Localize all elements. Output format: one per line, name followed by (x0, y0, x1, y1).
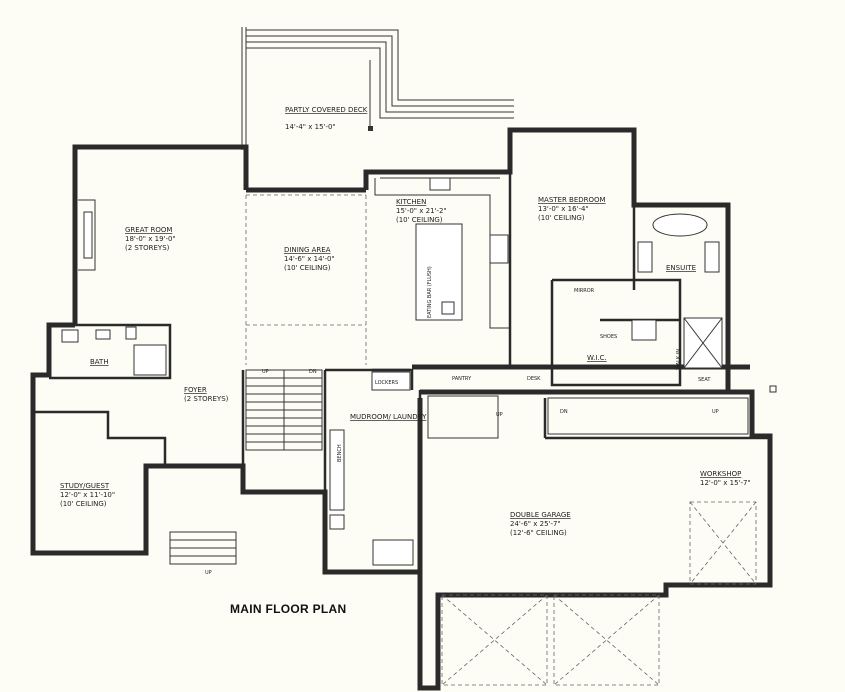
ensuite-name: ENSUITE (666, 264, 696, 272)
study-note: (10' CEILING) (60, 500, 107, 508)
kitchen-counters (374, 177, 510, 329)
dining-name: DINING AREA (284, 246, 331, 254)
seat-label: SEAT (698, 377, 711, 383)
bench-label: BENCH (337, 444, 343, 462)
great-room-name: GREAT ROOM (125, 226, 172, 234)
master-dims: 13'-0" x 16'-4" (538, 205, 589, 213)
small-labels: EATING BAR (FLUSH) LOCKERS PANTRY DESK M… (205, 266, 719, 576)
kitchen-note: (10' CEILING) (396, 216, 443, 224)
stairs (245, 369, 749, 451)
mudroom-fixtures (329, 371, 414, 566)
garage-dims: 24'-6" x 25'-7" (510, 520, 561, 528)
fireplace-icon (78, 199, 96, 271)
kitchen-name: KITCHEN (396, 198, 426, 206)
mudroom-name: MUDROOM/ LAUNDRY (350, 413, 427, 421)
great-room-dims: 18'-0" x 19'-0" (125, 235, 176, 243)
foyer-note: (2 STOREYS) (184, 395, 229, 403)
great-room-note: (2 STOREYS) (125, 244, 170, 252)
kitchen-dims: 15'-0" x 21'-2" (396, 207, 447, 215)
garage-stair-dn-label: DN (560, 409, 568, 415)
interior-walls (33, 172, 682, 572)
bath-name: BATH (90, 358, 109, 366)
entry-up-label: UP (205, 570, 212, 576)
room-labels: PARTLY COVERED DECK 14'-4" x 15'-0" GREA… (60, 106, 751, 537)
garage-stair-up-label: UP (496, 412, 503, 418)
front-steps (169, 385, 777, 565)
mirror-label: MIRROR (574, 288, 595, 294)
master-name: MASTER BEDROOM (538, 196, 606, 204)
workshop-name: WORKSHOP (700, 470, 741, 478)
garage-note: (12'-6" CEILING) (510, 529, 567, 537)
bath-fixtures (61, 326, 167, 376)
desk-label: DESK (527, 376, 541, 382)
dining-dims: 14'-6" x 14'-0" (284, 255, 335, 263)
walk-in-label: WALK IN (676, 349, 682, 370)
study-dims: 12'-0" x 11'-10" (60, 491, 115, 499)
dining-boundaries (245, 194, 367, 365)
garage-name: DOUBLE GARAGE (510, 511, 571, 519)
garage-doors (441, 501, 757, 686)
deck-dims: 14'-4" x 15'-0" (285, 123, 336, 131)
plan-title: MAIN FLOOR PLAN (230, 602, 347, 616)
foyer-name: FOYER (184, 386, 207, 394)
workshop-stair-up-label: UP (712, 409, 719, 415)
workshop-dims: 12'-0" x 15'-7" (700, 479, 751, 487)
stair-dn-label: DN (309, 369, 317, 375)
shoes-label: SHOES (600, 334, 617, 340)
ensuite-fixtures (631, 213, 723, 369)
study-name: STUDY/GUEST (60, 482, 110, 490)
lockers-label: LOCKERS (375, 380, 398, 386)
pantry-label: PANTRY (452, 376, 472, 382)
deck-name: PARTLY COVERED DECK (285, 106, 368, 114)
stair-up-label: UP (262, 369, 269, 375)
dining-note: (10' CEILING) (284, 264, 331, 272)
eating-bar-label: EATING BAR (FLUSH) (427, 266, 433, 318)
master-note: (10' CEILING) (538, 214, 585, 222)
deck-outline (241, 27, 514, 150)
wic-name: W.I.C. (587, 354, 607, 362)
